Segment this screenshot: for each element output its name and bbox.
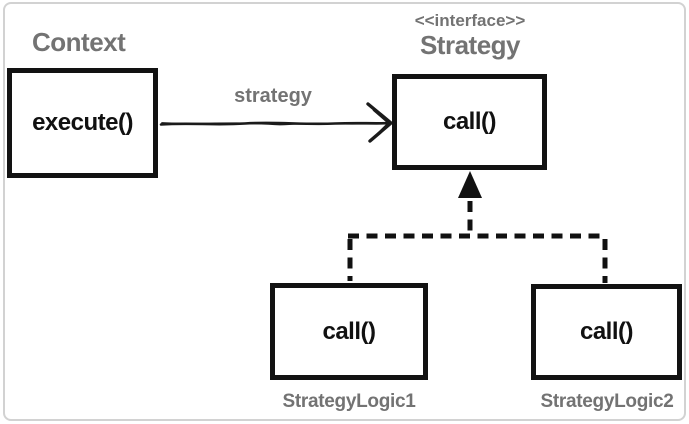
realization-connector [347, 201, 608, 283]
strategy-interface-box: call() [392, 74, 547, 170]
triangle-arrowhead-icon [458, 171, 482, 198]
context-title: Context [32, 27, 126, 57]
strategy-stereotype: <<interface>> [414, 11, 526, 30]
strategy-title: Strategy [419, 30, 521, 60]
strategy-logic1-method: call() [322, 317, 376, 345]
strategy-logic2-box: call() [531, 284, 682, 380]
strategy-logic1-box: call() [270, 283, 428, 380]
strategy-logic2-method: call() [579, 318, 634, 345]
association-arrow [159, 102, 393, 143]
open-arrowhead-icon [366, 102, 393, 143]
diagram-frame [3, 2, 686, 421]
association-label: strategy [234, 85, 312, 107]
strategy-logic1-label: StrategyLogic1 [282, 391, 416, 412]
strategy-logic2-label: StrategyLogic2 [540, 391, 674, 412]
context-method: execute() [32, 109, 133, 136]
strategy-method: call() [442, 108, 497, 135]
context-box: execute() [7, 68, 158, 178]
